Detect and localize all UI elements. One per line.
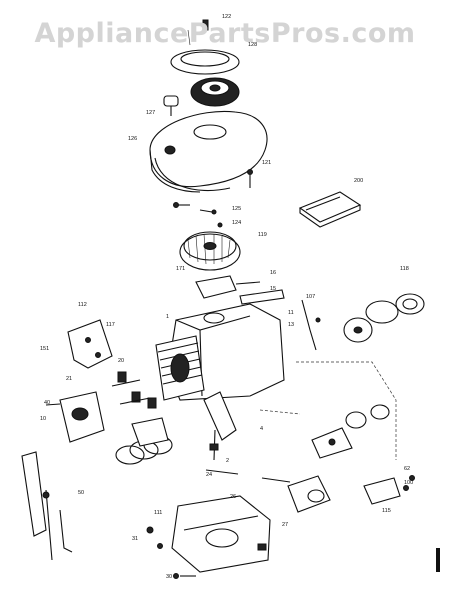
small-fasteners (146, 469, 291, 579)
callout-107: 107 (306, 294, 315, 300)
carburetor (45, 391, 105, 443)
oil-fill-tube (287, 475, 331, 513)
breather-bar (239, 289, 285, 305)
callout-111: 111 (154, 510, 162, 516)
callout-40: 40 (44, 400, 50, 406)
air-filter-pad (298, 191, 362, 228)
callout-31: 31 (132, 536, 138, 542)
callout-50: 50 (78, 490, 84, 496)
callout-26: 26 (230, 494, 236, 500)
callout-121: 121 (262, 160, 271, 166)
crankcase-base (171, 495, 271, 573)
starter-pulley (190, 77, 240, 107)
callout-127: 127 (146, 110, 155, 116)
callout-171: 171 (176, 266, 185, 272)
callout-27: 27 (282, 522, 288, 528)
callout-128: 128 (248, 42, 257, 48)
callout-124: 124 (232, 220, 241, 226)
valve-springs (111, 371, 157, 409)
callout-1: 1 (166, 314, 169, 320)
blower-housing (149, 110, 268, 193)
callout-125: 125 (232, 206, 241, 212)
pulley-right (343, 317, 373, 343)
starter-cup-assembly (170, 19, 240, 75)
callout-117: 117 (106, 322, 115, 328)
governor-lever (311, 427, 353, 459)
callout-119: 119 (258, 232, 267, 238)
callout-200: 200 (354, 178, 363, 184)
callout-118: 118 (400, 266, 409, 272)
callout-62: 62 (404, 466, 410, 472)
callout-30: 30 (166, 574, 172, 580)
callout-126: 126 (128, 136, 137, 142)
callout-100: 100 (404, 480, 413, 486)
linkage-rod (21, 451, 73, 561)
ignition-coil (195, 275, 261, 299)
callout-24: 24 (206, 472, 212, 478)
governor-link (301, 299, 321, 351)
callout-112: 112 (78, 302, 87, 308)
callout-20: 20 (118, 358, 124, 364)
rewind-spring-cup (365, 293, 425, 324)
muffler-parts (363, 475, 415, 505)
callout-122: 122 (222, 14, 231, 20)
callout-2: 2 (226, 458, 229, 464)
bracket-left (67, 319, 113, 369)
callout-115: 115 (382, 508, 391, 514)
callout-13: 13 (288, 322, 294, 328)
flywheel (179, 231, 241, 271)
starter-handle (163, 95, 179, 116)
callout-labels: 122 128 127 126 121 200 125 124 119 118 … (40, 14, 413, 580)
callout-16: 16 (270, 270, 276, 276)
callout-15: 15 (270, 286, 276, 292)
callout-4: 4 (260, 426, 263, 432)
callout-21: 21 (66, 376, 72, 382)
piston (131, 417, 169, 447)
cylinder-head-fins (155, 335, 205, 401)
gear-right (345, 404, 390, 429)
crankshaft (203, 391, 237, 461)
callout-151: 151 (40, 346, 49, 352)
callout-11: 11 (288, 310, 294, 316)
scale-bar (436, 548, 440, 572)
callout-10: 10 (40, 416, 46, 422)
housing-screws (173, 169, 253, 228)
